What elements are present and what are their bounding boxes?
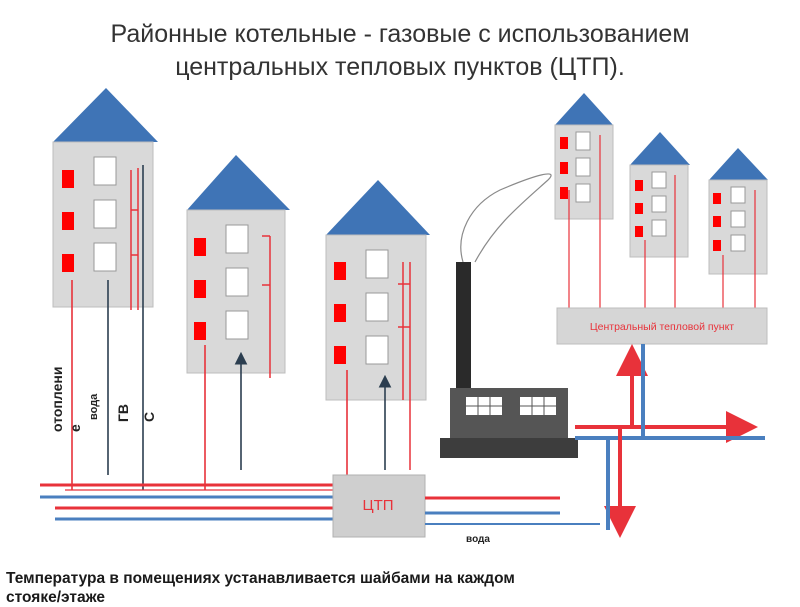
building-1 <box>52 88 158 310</box>
radiator <box>560 162 568 174</box>
central-heat-point-box <box>556 307 768 345</box>
building-2 <box>186 155 290 378</box>
window <box>93 242 117 272</box>
window <box>730 186 746 204</box>
building-5 <box>629 132 690 308</box>
page-title: Районные котельные - газовые с использов… <box>0 18 800 84</box>
ctp-label: ЦТП <box>362 497 393 514</box>
water-label: вода <box>88 393 100 420</box>
title-line-2: центральных тепловых пунктов (ЦТП). <box>175 53 625 81</box>
radiator <box>62 212 74 230</box>
window <box>365 292 389 322</box>
footer-note: Температура в помещениях устанавливается… <box>6 569 796 607</box>
radiator <box>635 180 643 191</box>
radiator <box>62 254 74 272</box>
chimney <box>456 262 471 392</box>
building-1-roof <box>53 88 158 142</box>
window <box>651 219 667 237</box>
radiator <box>194 280 206 298</box>
window <box>93 156 117 186</box>
c-label: С <box>141 412 157 422</box>
radiator <box>713 193 721 204</box>
building-6 <box>708 148 768 308</box>
radiator <box>713 216 721 227</box>
building-6-roof <box>709 148 768 180</box>
heating-label-line-1: отоплени <box>49 367 65 432</box>
smoke-plume <box>460 173 552 263</box>
radiator <box>62 170 74 188</box>
boiler-base <box>440 438 578 458</box>
radiator <box>560 187 568 199</box>
radiator <box>334 262 346 280</box>
window <box>225 267 249 297</box>
window <box>575 183 591 203</box>
window <box>730 210 746 228</box>
window <box>651 195 667 213</box>
footer-line-1: Температура в помещениях устанавливается… <box>6 570 515 587</box>
window <box>225 310 249 340</box>
heating-label-line-2: е <box>67 424 83 432</box>
radiator <box>334 346 346 364</box>
window <box>93 199 117 229</box>
radiator <box>334 304 346 322</box>
radiator <box>713 240 721 251</box>
radiator <box>560 137 568 149</box>
boiler-house <box>440 173 578 458</box>
radiator <box>194 238 206 256</box>
central-heat-point-label: Центральный тепловой пункт <box>590 321 734 333</box>
radiator <box>635 203 643 214</box>
window <box>730 234 746 252</box>
footer-line-2: стояке/этаже <box>6 589 105 606</box>
building-3-roof <box>326 180 430 235</box>
window <box>365 335 389 365</box>
building-3 <box>325 180 430 470</box>
window <box>365 249 389 279</box>
building-5-roof <box>630 132 690 165</box>
title-line-1: Районные котельные - газовые с использов… <box>110 20 690 48</box>
building-4 <box>554 93 614 308</box>
water-bottom-label: вода <box>466 534 490 545</box>
window <box>575 157 591 177</box>
ctp-box <box>332 474 426 538</box>
radiator <box>194 322 206 340</box>
window <box>651 171 667 189</box>
building-2-roof <box>187 155 290 210</box>
window <box>225 224 249 254</box>
hot-water-label: ГВ <box>115 404 131 422</box>
radiator <box>635 226 643 237</box>
building-4-roof <box>555 93 613 125</box>
window <box>575 131 591 151</box>
